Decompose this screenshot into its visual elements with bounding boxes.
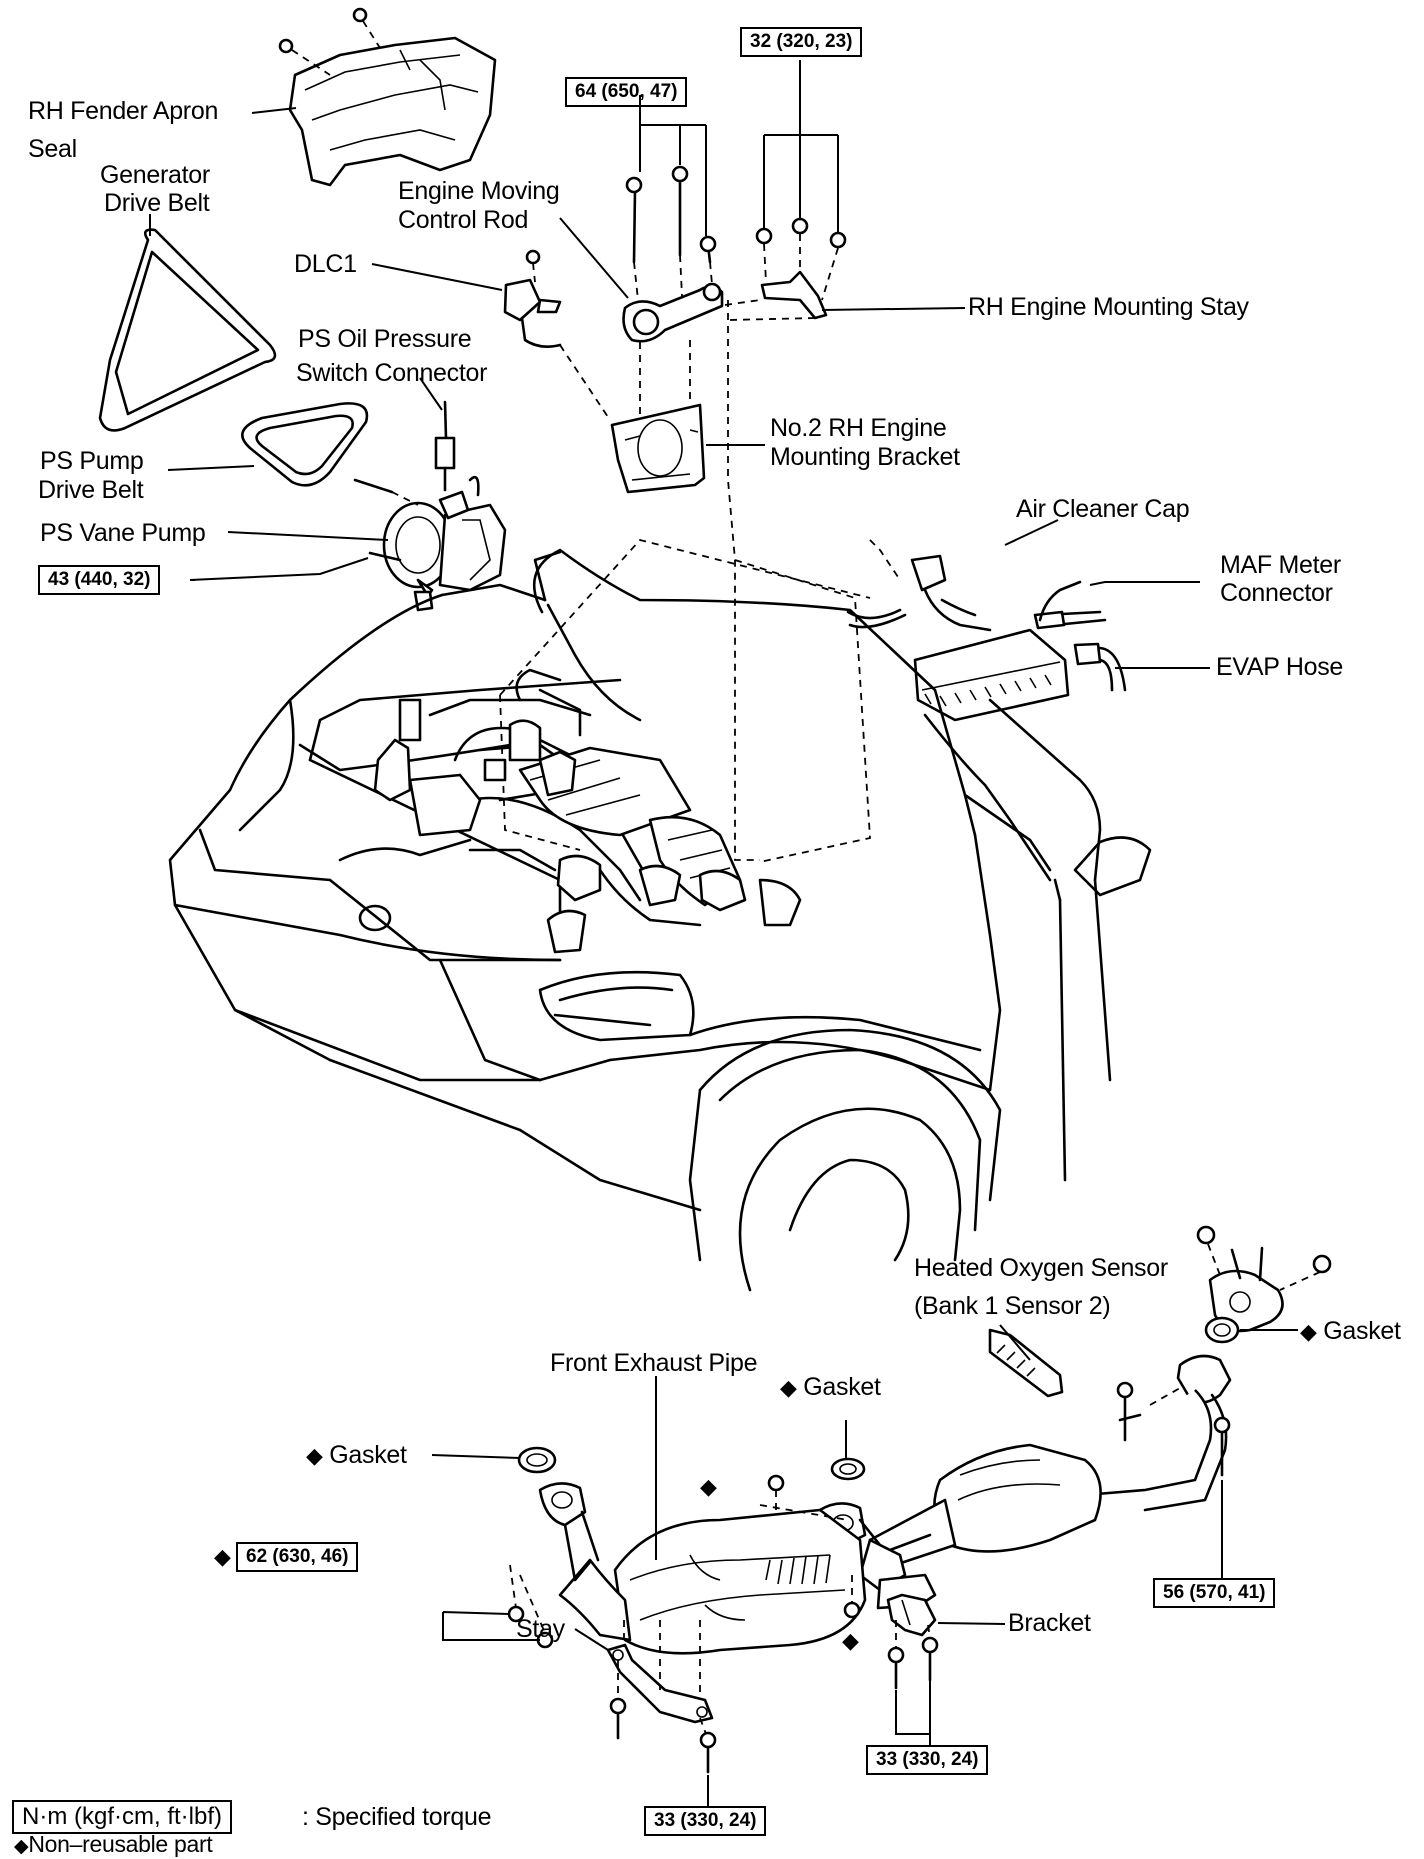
- label-maf-connector: Connector: [1220, 579, 1333, 607]
- legend-nonreusable: ◆Non–reusable part: [14, 1831, 213, 1859]
- torque-box-64: 64 (650, 47): [565, 77, 688, 107]
- guide-lines: [499, 300, 901, 863]
- torque-box-56: 56 (570, 41): [1153, 1578, 1276, 1608]
- engine-moving-control-rod-part: [559, 95, 724, 343]
- label-rh-engine-mounting-stay: RH Engine Mounting Stay: [968, 293, 1249, 321]
- label-ps-vane-pump: PS Vane Pump: [40, 519, 206, 547]
- ps-vane-pump-part: [189, 377, 507, 612]
- gasket-left-text: Gasket: [329, 1441, 407, 1469]
- nonreusable-diamond-icon: ◆: [780, 1375, 797, 1400]
- label-rh-fender-apron: RH Fender Apron: [28, 97, 219, 125]
- nonreusable-diamond-icon: ◆: [306, 1443, 323, 1468]
- ps-pump-drive-belt-part: [167, 402, 369, 487]
- rh-engine-mounting-stay-part: [724, 60, 966, 321]
- label-bank1-sensor2: (Bank 1 Sensor 2): [914, 1292, 1111, 1320]
- generator-drive-belt-part: [98, 214, 277, 432]
- label-control-rod: Control Rod: [398, 206, 529, 234]
- legend-unit-desc: : Specified torque: [302, 1803, 492, 1831]
- label-generator: Generator: [100, 161, 210, 189]
- label-gasket-center: ◆ Gasket: [780, 1372, 881, 1403]
- label-generator-drive-belt: Drive Belt: [104, 189, 210, 217]
- label-mounting-bracket: Mounting Bracket: [770, 443, 960, 471]
- air-cleaner-cap-part: [846, 519, 1210, 722]
- gasket-right-text: Gasket: [1323, 1317, 1401, 1345]
- label-switch-connector: Switch Connector: [296, 359, 488, 387]
- nonreusable-diamond-icon: ◆: [1300, 1319, 1317, 1344]
- label-stay: Stay: [516, 1615, 565, 1643]
- nonreusable-diamond-icon: ◆: [700, 1474, 717, 1499]
- torque-box-33-right: 33 (330, 24): [866, 1745, 989, 1775]
- nonreusable-diamond-icon: ◆: [842, 1628, 859, 1653]
- torque-box-32: 32 (320, 23): [740, 27, 863, 57]
- label-maf-meter: MAF Meter: [1220, 551, 1341, 579]
- label-bracket: Bracket: [1008, 1609, 1091, 1637]
- label-air-cleaner-cap: Air Cleaner Cap: [1016, 495, 1190, 523]
- label-seal: Seal: [28, 135, 77, 163]
- legend-nonreusable-text: Non–reusable part: [28, 1831, 213, 1857]
- label-engine-moving: Engine Moving: [398, 177, 560, 205]
- nonreusable-diamond-icon: ◆: [14, 1836, 29, 1857]
- stay-bracket-part: [574, 1504, 1006, 1806]
- front-exhaust-pipe-part: [431, 1354, 1232, 1655]
- torque-box-33-bottom: 33 (330, 24): [644, 1806, 767, 1836]
- label-ps-oil-pressure: PS Oil Pressure: [298, 325, 472, 353]
- fender-apron-seal-part: [251, 7, 497, 187]
- label-gasket-left: ◆ Gasket: [306, 1440, 407, 1471]
- car-body-outline: [168, 548, 1152, 1292]
- torque-box-43: 43 (440, 32): [38, 565, 161, 595]
- label-heated-oxygen-sensor: Heated Oxygen Sensor: [914, 1254, 1168, 1282]
- label-ps-pump: PS Pump: [40, 447, 144, 475]
- no2-rh-engine-mounting-bracket-part: [559, 340, 765, 494]
- dlc1-part: [371, 249, 562, 348]
- label-evap-hose: EVAP Hose: [1216, 653, 1343, 681]
- label-ps-pump-drive-belt: Drive Belt: [38, 476, 144, 504]
- legend-unit-box: N·m (kgf·cm, ft·lbf): [12, 1800, 232, 1834]
- nonreusable-diamond-icon: ◆: [214, 1544, 231, 1569]
- oxygen-sensor-part: [988, 1225, 1332, 1398]
- label-dlc1: DLC1: [294, 250, 357, 278]
- label-no2-rh-engine: No.2 RH Engine: [770, 414, 947, 442]
- label-gasket-right: ◆ Gasket: [1300, 1316, 1401, 1347]
- torque-box-62: 62 (630, 46): [236, 1542, 359, 1572]
- label-front-exhaust-pipe: Front Exhaust Pipe: [550, 1349, 758, 1377]
- gasket-center-text: Gasket: [803, 1373, 881, 1401]
